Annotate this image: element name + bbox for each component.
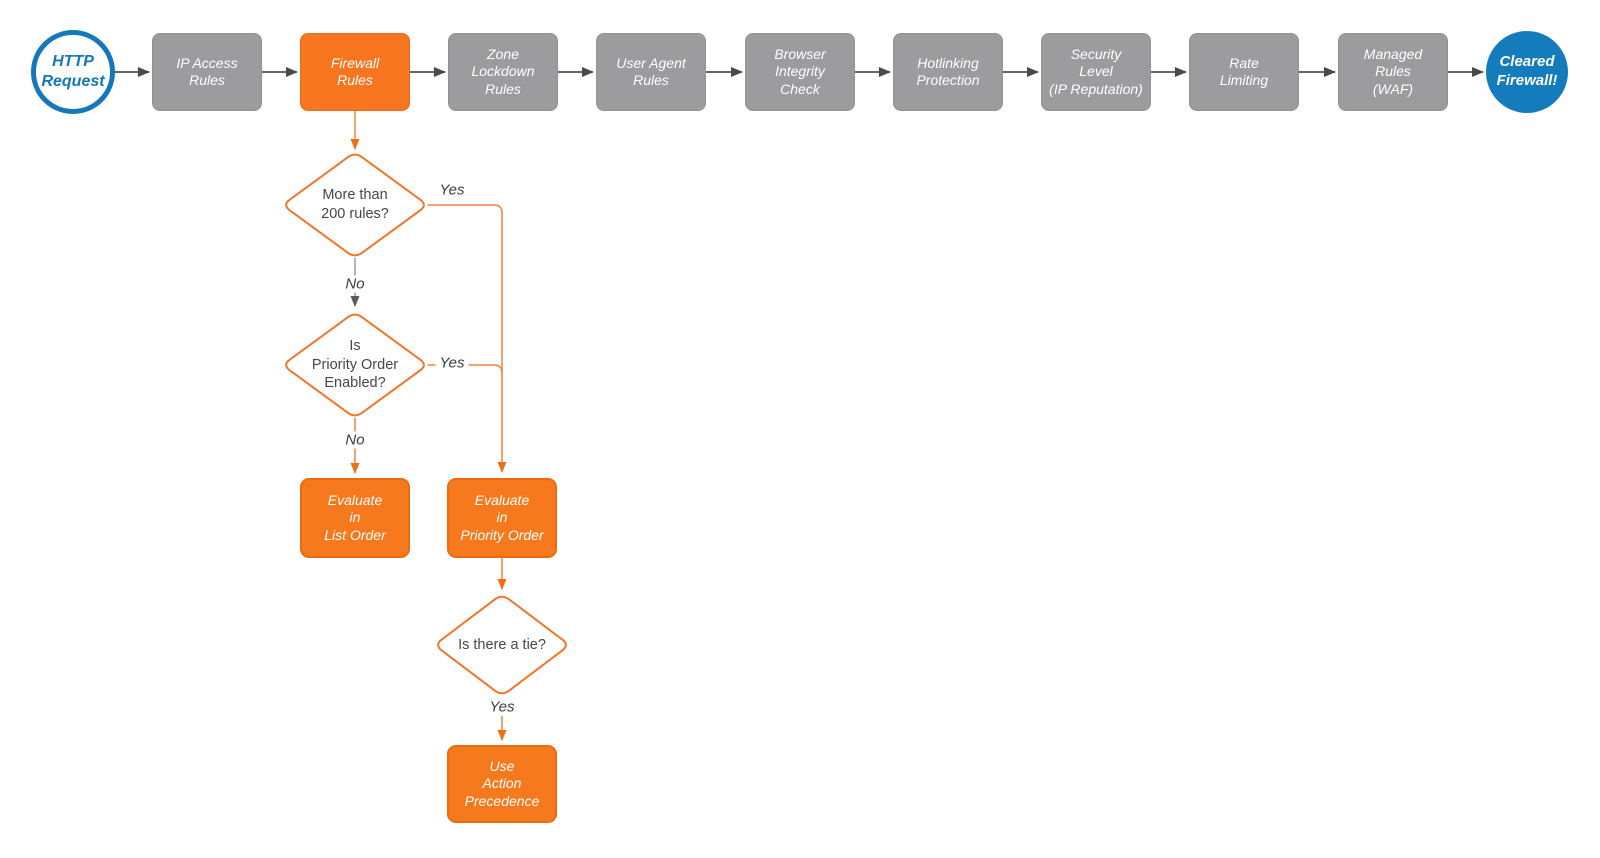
pipeline-node-ip-access-rules: IP Access Rules [152, 33, 262, 111]
action-evaluate-in-list-order: Evaluate in List Order [300, 478, 410, 558]
pipeline-node-firewall-rules: Firewall Rules [300, 33, 410, 111]
pipeline-node-security-level: Security Level (IP Reputation) [1041, 33, 1151, 111]
pipeline-node-user-agent-rules: User Agent Rules [596, 33, 706, 111]
action-use-action-precedence: Use Action Precedence [447, 745, 557, 823]
pipeline-node-rate-limiting: Rate Limiting [1189, 33, 1299, 111]
decision-diamond-more-than-200-rules [285, 153, 425, 257]
edge-label-decision2-no: No [341, 431, 369, 449]
edge-label-decision1-yes: Yes [435, 181, 469, 199]
edge-label-decision2-yes: Yes [435, 354, 469, 372]
decision-more-than-200-rules: More than 200 rules? [321, 187, 389, 222]
decision-is-there-a-tie: Is there a tie? [458, 636, 546, 653]
connector-decision2-yes [427, 364, 503, 374]
connector-decision1-yes [427, 204, 507, 473]
edge-label-decision3-yes: Yes [485, 698, 519, 716]
action-evaluate-in-priority-order: Evaluate in Priority Order [447, 478, 557, 558]
decision-diamond-priority-order-enabled [285, 313, 425, 417]
start-node-http-request: HTTP Request [31, 30, 115, 114]
edge-label-decision1-no: No [341, 275, 369, 293]
pipeline-node-hotlinking-protection: Hotlinking Protection [893, 33, 1003, 111]
pipeline-node-zone-lockdown-rules: Zone Lockdown Rules [448, 33, 558, 111]
decision-priority-order-enabled: Is Priority Order Enabled? [311, 337, 399, 392]
decision-diamond-is-there-a-tie [437, 595, 567, 695]
pipeline-node-managed-rules-waf: Managed Rules (WAF) [1338, 33, 1448, 111]
pipeline-node-browser-integrity-check: Browser Integrity Check [745, 33, 855, 111]
end-node-cleared-firewall: Cleared Firewall! [1486, 31, 1568, 113]
